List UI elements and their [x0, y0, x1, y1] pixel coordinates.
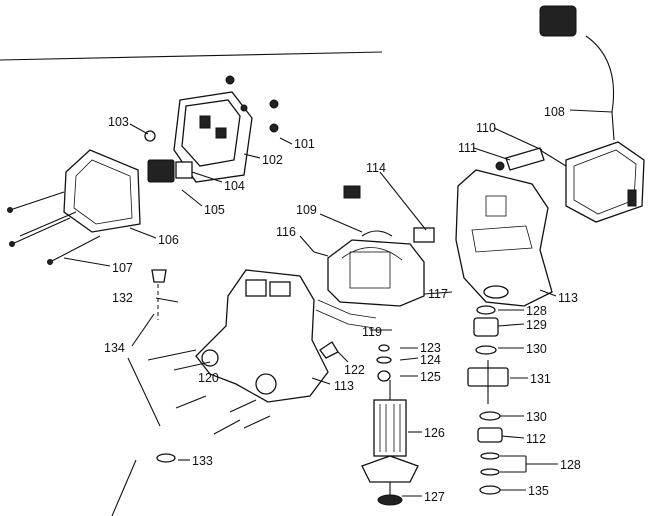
- label-107: 107: [112, 261, 133, 275]
- lower-gear-case: [195, 269, 329, 403]
- cover-screws: [7, 191, 101, 265]
- label-113-left: 113: [334, 379, 354, 393]
- armature-washers: [376, 344, 392, 382]
- label-128-bottom: 128: [560, 458, 581, 472]
- right-gear-case: [455, 169, 553, 307]
- armature: [361, 380, 419, 506]
- gear-stack: [467, 305, 509, 495]
- label-114: 114: [366, 161, 386, 175]
- label-101: 101: [294, 137, 315, 151]
- motor-housing: [327, 239, 425, 307]
- label-120: 120: [198, 371, 219, 385]
- battery-cord-box: [539, 5, 645, 223]
- leader-lines: [63, 109, 613, 497]
- label-108: 108: [544, 105, 565, 119]
- label-128-top: 128: [526, 304, 547, 318]
- label-127: 127: [424, 490, 445, 504]
- cone-part: [319, 341, 339, 359]
- label-117: 117: [428, 287, 448, 301]
- label-104: 104: [224, 179, 245, 193]
- label-133: 133: [192, 454, 213, 468]
- brush-holders: [343, 185, 435, 243]
- label-109: 109: [296, 203, 317, 217]
- label-130-top: 130: [526, 342, 547, 356]
- label-125: 125: [420, 370, 441, 384]
- label-126: 126: [424, 426, 445, 440]
- page-rule: [0, 51, 383, 61]
- switch-assembly: [147, 159, 193, 183]
- label-102: 102: [262, 153, 283, 167]
- label-134: 134: [104, 341, 125, 355]
- label-135: 135: [528, 484, 549, 498]
- label-103: 103: [108, 115, 129, 129]
- label-110: 110: [476, 121, 496, 135]
- left-hardware: [111, 269, 271, 516]
- label-123: 123: [420, 341, 441, 355]
- label-132: 132: [112, 291, 133, 305]
- label-129: 129: [526, 318, 547, 332]
- label-119: 119: [362, 325, 382, 339]
- label-111: 111: [458, 141, 477, 155]
- label-130-bottom: 130: [526, 410, 547, 424]
- label-113-right: 113: [558, 291, 578, 305]
- label-124: 124: [420, 353, 441, 367]
- label-105: 105: [204, 203, 225, 217]
- insulators: [315, 299, 377, 329]
- pin: [313, 251, 329, 257]
- gear-housing-cover: [144, 75, 279, 183]
- label-131: 131: [530, 372, 551, 386]
- spring-clip: [361, 230, 393, 237]
- cord-grommet: [495, 147, 545, 171]
- label-116: 116: [276, 225, 296, 239]
- label-122: 122: [344, 363, 365, 377]
- cover-plate: [63, 149, 141, 233]
- label-112: 112: [526, 432, 546, 446]
- label-106: 106: [158, 233, 179, 247]
